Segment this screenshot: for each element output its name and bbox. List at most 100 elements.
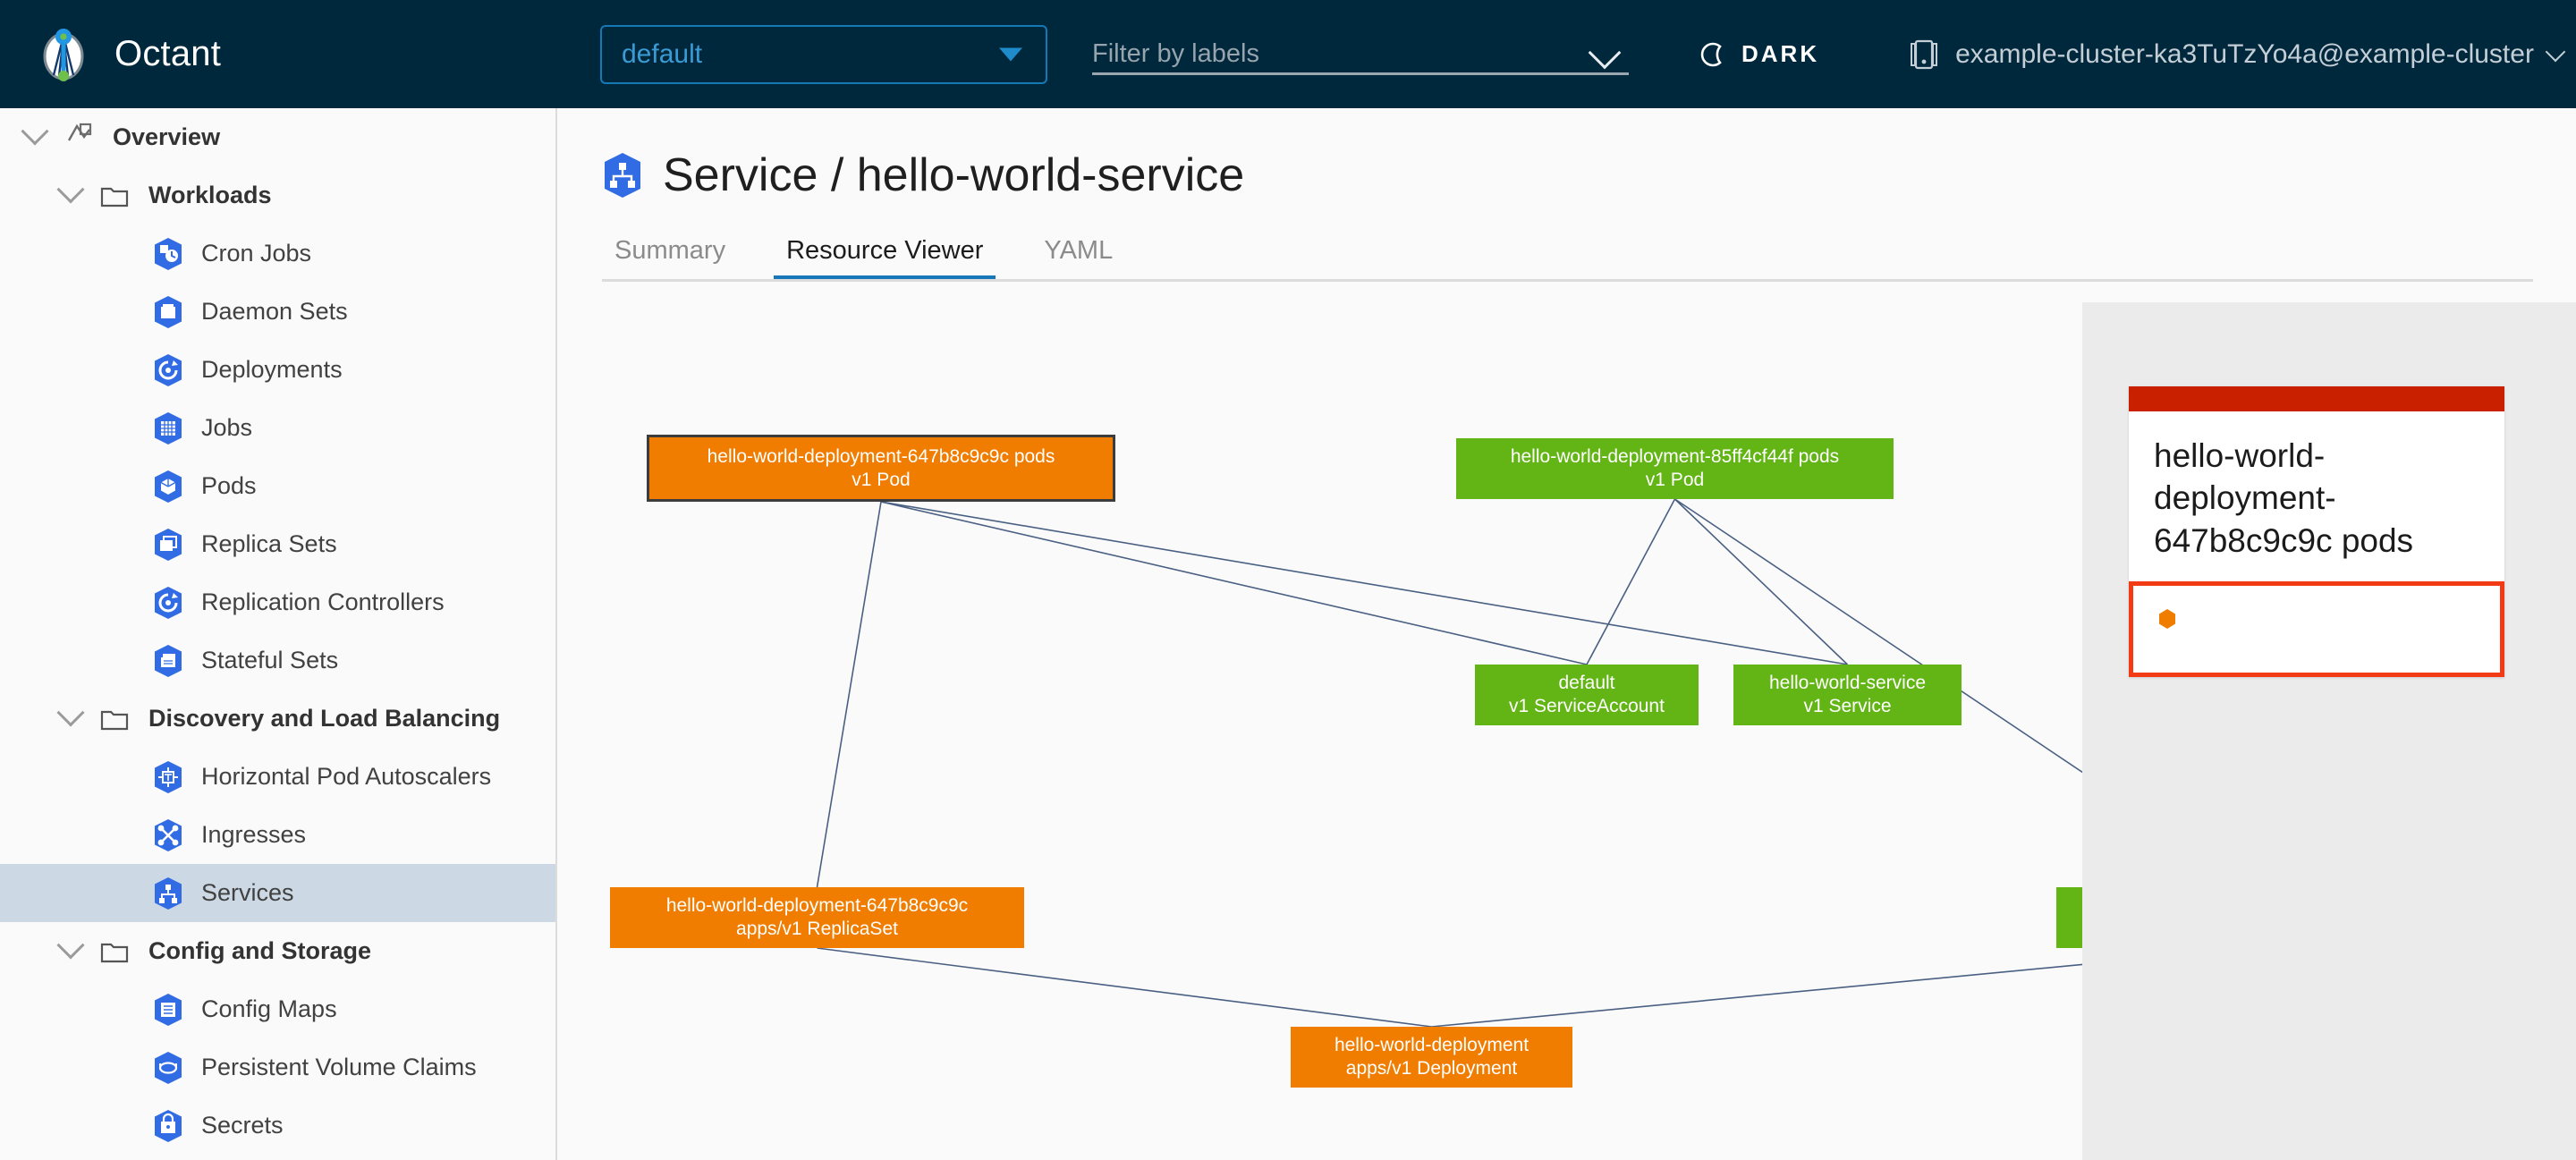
sidebar-item-label: Pods	[201, 472, 257, 499]
node-kind: v1 Service	[1803, 696, 1892, 716]
ingress-icon	[153, 818, 183, 852]
graph-edge	[880, 501, 1848, 665]
folder-icon	[100, 183, 131, 208]
node-kind: apps/v1 ReplicaSet	[736, 919, 898, 939]
label-filter-placeholder: Filter by labels	[1092, 39, 1259, 68]
statefulset-icon	[153, 644, 183, 678]
sidebar-item-label: Horizontal Pod Autoscalers	[201, 763, 492, 790]
label-filter[interactable]: Filter by labels	[1092, 25, 1629, 84]
replicaset-icon	[153, 528, 183, 562]
node-kind: apps/v1 Deployment	[1345, 1058, 1518, 1079]
sidebar-item-workloads[interactable]: Workloads	[0, 166, 555, 224]
sidebar-item-discovery-and-load-balancing[interactable]: Discovery and Load Balancing	[0, 690, 555, 748]
node-kind: v1 Pod	[1645, 470, 1705, 490]
hpa-icon	[153, 760, 183, 794]
pod-icon	[153, 470, 183, 504]
sidebar-item-label: Overview	[113, 123, 221, 150]
chevron-down-icon[interactable]	[56, 698, 85, 726]
graph-edge	[1586, 498, 1676, 665]
chevron-down-icon[interactable]	[56, 174, 85, 203]
hexagon-status-icon	[2158, 609, 2176, 632]
sidebar-item-services[interactable]: Services	[0, 864, 555, 922]
node-kind: v1 Pod	[852, 469, 911, 490]
tab-yaml[interactable]: YAML	[1044, 236, 1114, 265]
brand-name: Octant	[114, 34, 222, 73]
sidebar-item-secrets[interactable]: Secrets	[0, 1096, 555, 1155]
node-name: hello-world-deployment-85ff4cf44f pods	[1510, 446, 1840, 468]
sidebar-item-replica-sets[interactable]: Replica Sets	[0, 515, 555, 573]
service-icon	[153, 876, 183, 910]
sidebar-item-stateful-sets[interactable]: Stateful Sets	[0, 631, 555, 690]
card-title: hello-world-deployment-647b8c9c9c pods	[2154, 437, 2414, 559]
cluster-icon	[1909, 38, 1939, 72]
chevron-down-icon[interactable]	[56, 930, 85, 959]
card-status-section	[2129, 581, 2504, 678]
service-icon	[602, 152, 643, 199]
graph-edge	[880, 501, 1588, 665]
detail-panel: hello-world-deployment-647b8c9c9c pods	[2082, 302, 2576, 1160]
input-underline	[1092, 72, 1629, 75]
sidebar-item-ingresses[interactable]: Ingresses	[0, 806, 555, 864]
node-name: default	[1558, 673, 1615, 694]
card-accent-bar	[2129, 386, 2504, 411]
node-kind: v1 ServiceAccount	[1509, 696, 1665, 716]
sidebar-item-label: Stateful Sets	[201, 647, 339, 673]
sidebar-item-label: Deployments	[201, 356, 343, 383]
sidebar-item-deployments[interactable]: Deployments	[0, 341, 555, 399]
graph-edge	[817, 947, 1432, 1028]
sidebar-item-replication-controllers[interactable]: Replication Controllers	[0, 573, 555, 631]
sidebar-item-persistent-volume-claims[interactable]: Persistent Volume Claims	[0, 1038, 555, 1096]
caret-down-icon	[999, 47, 1022, 61]
sidebar-item-label: Jobs	[201, 414, 253, 441]
sidebar-item-label: Persistent Volume Claims	[201, 1054, 477, 1080]
chevron-down-icon[interactable]	[2545, 41, 2566, 62]
sidebar-item-overview[interactable]: Overview	[0, 108, 555, 166]
sidebar-item-config-maps[interactable]: Config Maps	[0, 980, 555, 1038]
page-title-text: Service / hello-world-service	[663, 149, 1245, 201]
tab-resource-viewer[interactable]: Resource Viewer	[774, 236, 996, 282]
replicationcontroller-icon	[153, 586, 183, 620]
sidebar-item-label: Services	[201, 879, 294, 906]
configmap-icon	[153, 993, 183, 1027]
sidebar-item-horizontal-pod-autoscalers[interactable]: Horizontal Pod Autoscalers	[0, 748, 555, 806]
sidebar-item-jobs[interactable]: Jobs	[0, 399, 555, 457]
node-name: hello-world-service	[1768, 673, 1927, 694]
sidebar-item-pods[interactable]: Pods	[0, 457, 555, 515]
tab-underline-rule	[602, 279, 2533, 282]
graph-edge	[1674, 498, 1849, 665]
namespace-select[interactable]: default	[600, 24, 1047, 84]
overview-icon	[64, 121, 95, 155]
sidebar-item-label: Secrets	[201, 1112, 284, 1139]
brand[interactable]: Octant	[0, 27, 557, 82]
sidebar-item-label: Replication Controllers	[201, 588, 445, 615]
sidebar-item-label: Config Maps	[201, 995, 337, 1022]
job-icon	[153, 411, 183, 445]
secret-icon	[153, 1109, 183, 1143]
moon-icon	[1699, 39, 1729, 70]
sidebar-item-config-and-storage[interactable]: Config and Storage	[0, 922, 555, 980]
sidebar-item-label: Discovery and Load Balancing	[148, 705, 501, 732]
resource-detail-card[interactable]: hello-world-deployment-647b8c9c9c pods	[2129, 386, 2504, 678]
sidebar-item-daemon-sets[interactable]: Daemon Sets	[0, 283, 555, 341]
sidebar-item-cron-jobs[interactable]: Cron Jobs	[0, 224, 555, 283]
page-title: Service / hello-world-service	[559, 108, 2576, 202]
pvc-icon	[153, 1051, 183, 1085]
node-name: hello-world-deployment-647b8c9c9c	[665, 895, 969, 917]
tab-bar[interactable]: Summary Resource Viewer YAML	[559, 236, 2576, 282]
cluster-selector[interactable]: example-cluster-ka3TuTzYo4a@example-clus…	[1909, 38, 2566, 72]
theme-toggle-button[interactable]: DARK	[1699, 39, 1819, 70]
tab-summary[interactable]: Summary	[614, 236, 726, 265]
sidebar-item-label: Cron Jobs	[201, 240, 312, 267]
chevron-down-icon[interactable]	[1588, 36, 1622, 69]
chevron-down-icon[interactable]	[21, 116, 49, 145]
sidebar-item-label: Ingresses	[201, 821, 307, 848]
